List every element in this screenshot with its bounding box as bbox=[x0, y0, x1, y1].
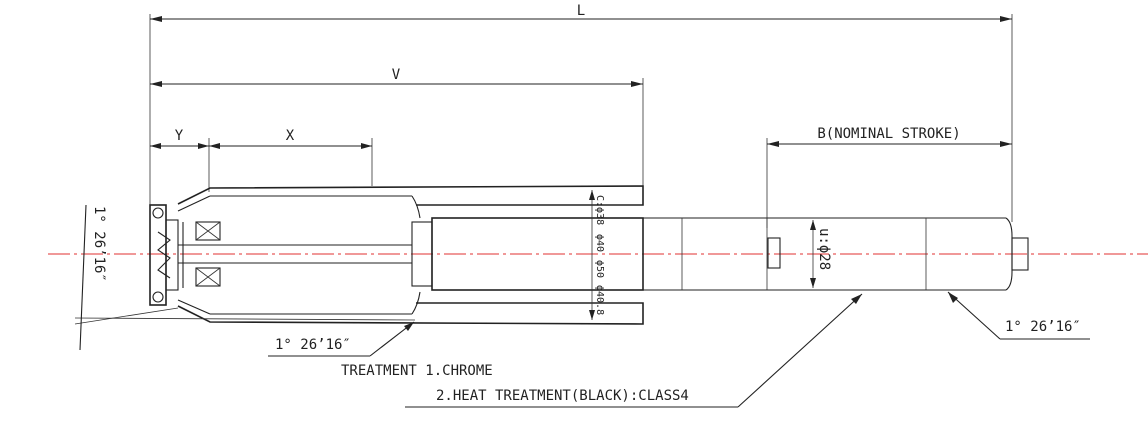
treatment-notes: TREATMENT 1.CHROME 2.HEAT TREATMENT(BLAC… bbox=[341, 293, 863, 408]
diameter-outer-2: ϕ40 bbox=[594, 234, 605, 252]
angle-left-label: 1° 26’16″ bbox=[91, 206, 107, 282]
note-line-2: 2.HEAT TREATMENT(BLACK):CLASS4 bbox=[436, 388, 689, 404]
diameter-piston: u:ϕ28 bbox=[816, 228, 832, 270]
outer-tube bbox=[177, 185, 644, 325]
angle-bottom-label: 1° 26’16″ bbox=[275, 337, 351, 353]
angle-right-label: 1° 26’16″ bbox=[1005, 319, 1081, 335]
dimension-X: X bbox=[209, 128, 373, 186]
inner-tube bbox=[431, 217, 1029, 291]
diameter-outer-4: ϕ40.8 bbox=[594, 285, 605, 315]
dimension-Y-label: Y bbox=[175, 128, 184, 144]
dimension-L-label: L bbox=[577, 3, 585, 19]
diameter-outer-1: C:ϕ38 bbox=[594, 195, 605, 225]
dimension-V: V bbox=[150, 67, 644, 190]
dimension-L: L bbox=[149, 3, 1013, 222]
dimension-B: B(NOMINAL STROKE) bbox=[766, 126, 1012, 228]
angle-bottom: 1° 26’16″ bbox=[268, 321, 415, 357]
end-cap bbox=[149, 204, 221, 306]
dimension-V-label: V bbox=[392, 67, 401, 83]
dimension-B-label: B(NOMINAL STROKE) bbox=[817, 126, 960, 142]
dimension-Y: Y bbox=[150, 128, 210, 192]
diameter-outer-3: ϕ50 bbox=[594, 260, 605, 278]
dimension-X-label: X bbox=[286, 128, 295, 144]
note-line-1: TREATMENT 1.CHROME bbox=[341, 363, 493, 379]
angle-right: 1° 26’16″ bbox=[947, 291, 1090, 340]
diameter-callouts: C:ϕ38 ϕ40 ϕ50 ϕ40.8 u:ϕ28 bbox=[589, 190, 832, 320]
angle-left: 1° 26’16″ bbox=[74, 204, 416, 351]
